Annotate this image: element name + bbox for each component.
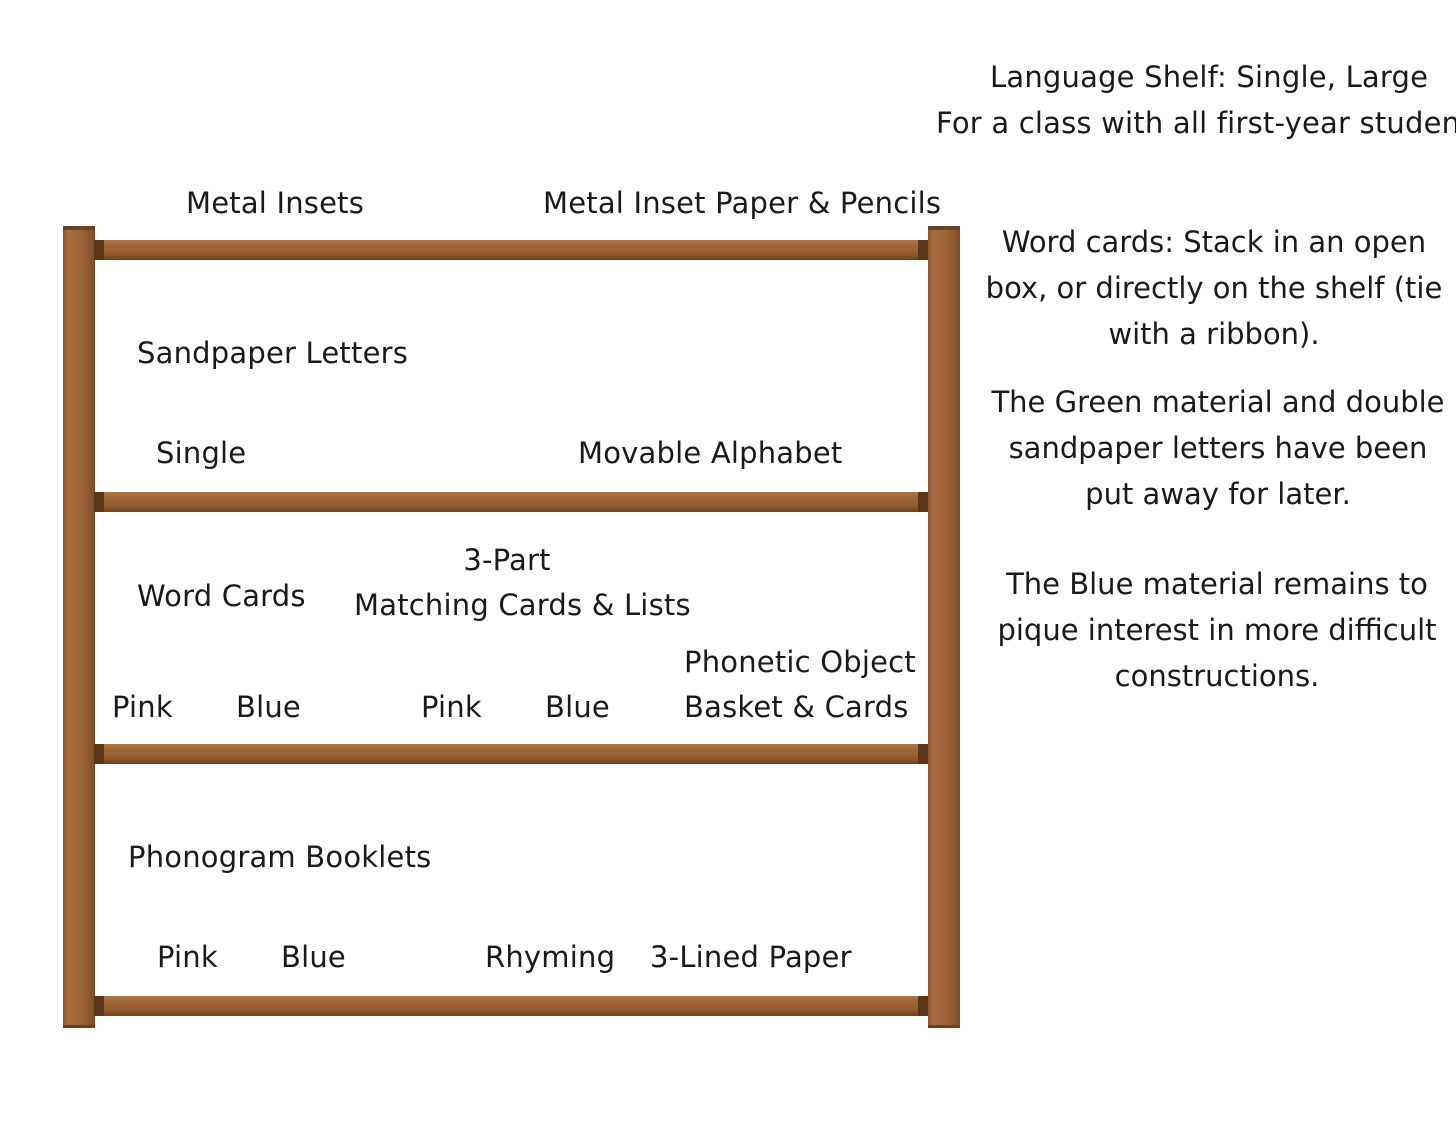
note-word-cards: Word cards: Stack in an open box, or dir…	[985, 225, 1443, 351]
shelf-board-top	[94, 240, 928, 260]
shelf-left-post	[63, 226, 95, 1028]
shelf-board-2	[94, 744, 928, 764]
label-sandpaper-letters: Sandpaper Letters	[137, 336, 409, 370]
label-blue-word-cards: Blue	[236, 690, 301, 724]
label-phonogram-booklets: Phonogram Booklets	[128, 840, 432, 874]
note-blue-material: The Blue material remains to pique inter…	[997, 567, 1437, 693]
label-single: Single	[156, 436, 247, 470]
label-rhyming: Rhyming	[485, 940, 616, 974]
note-green-material: The Green material and double sandpaper …	[991, 385, 1445, 511]
page-subtitle: For a class with all first-year students	[936, 106, 1456, 140]
label-metal-insets: Metal Insets	[186, 186, 365, 220]
label-pink-matching: Pink	[421, 690, 482, 724]
label-3-part: 3-Part	[463, 543, 551, 577]
shelf-board-1	[94, 492, 928, 512]
label-pink-word-cards: Pink	[112, 690, 173, 724]
label-metal-inset-paper: Metal Inset Paper & Pencils	[543, 186, 942, 220]
label-basket-cards: Basket & Cards	[684, 690, 909, 724]
label-movable-alphabet: Movable Alphabet	[578, 436, 843, 470]
shelf-board-3	[94, 996, 928, 1016]
shelf-right-post	[928, 226, 960, 1028]
label-3-lined-paper: 3-Lined Paper	[650, 940, 852, 974]
page-title: Language Shelf: Single, Large	[990, 60, 1429, 94]
label-phonetic-object: Phonetic Object	[684, 645, 916, 679]
label-blue-matching: Blue	[545, 690, 610, 724]
label-word-cards: Word Cards	[137, 579, 306, 613]
label-blue-phonogram: Blue	[281, 940, 346, 974]
label-matching-cards-lists: Matching Cards & Lists	[354, 588, 691, 622]
label-pink-phonogram: Pink	[157, 940, 218, 974]
